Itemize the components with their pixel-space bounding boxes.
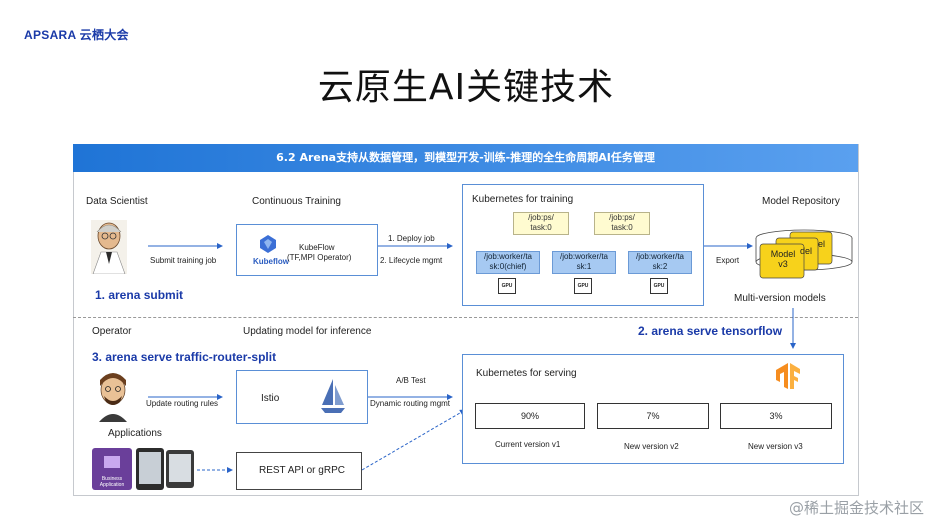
gpu-chip-icon: GPU	[650, 278, 668, 294]
job-ps-node-2: /job:ps/ task:0	[594, 212, 650, 235]
business-app-icon	[92, 448, 194, 490]
dynamic-routing-label: Dynamic routing mgmt	[370, 399, 451, 408]
kubeflow-box: Kubeflow KubeFlow (TF,MPI Operator)	[236, 224, 378, 276]
job-worker-node-1: /job:worker/ta sk:1	[552, 251, 616, 274]
deploy-job-label: 1. Deploy job	[388, 234, 435, 243]
istio-label: Istio	[261, 393, 280, 404]
operator-label: Operator	[92, 326, 132, 337]
model-card-back-text: el	[818, 239, 826, 249]
business-app-line1: Business	[101, 476, 123, 482]
panel-header: 6.2 Arena支持从数据管理，到模型开发-训练-推理的全生命周期AI任务管理	[73, 144, 858, 172]
job-ps-node-2-line2: task:0	[611, 223, 633, 232]
version-v2-box: 7%	[597, 403, 709, 429]
job-worker-node-0-line1: /job:worker/ta	[483, 252, 533, 261]
job-worker-node-2: /job:worker/ta sk:2	[628, 251, 692, 274]
model-card-front-line1: Model	[770, 249, 796, 259]
watermark: @稀土掘金技术社区	[788, 499, 924, 517]
job-worker-node-1-line1: /job:worker/ta	[559, 252, 609, 261]
arena-serve-tensorflow-command: 2. arena serve tensorflow	[638, 324, 783, 338]
apsara-logo: APSARA 云栖大会	[24, 28, 129, 42]
job-ps-node-1: /job:ps/ task:0	[513, 212, 569, 235]
scientist-avatar	[91, 220, 127, 274]
job-ps-node-1-line1: /job:ps/	[528, 213, 554, 222]
k8s-training-title: Kubernetes for training	[472, 194, 574, 205]
rest-api-box: REST API or gRPC	[236, 452, 362, 490]
export-label: Export	[716, 256, 740, 265]
istio-box: Istio	[236, 370, 368, 424]
model-card-front-line2: v3	[778, 259, 788, 269]
version-v1-box: 90%	[475, 403, 585, 429]
kubeflow-logo-icon	[260, 235, 276, 253]
ab-test-label: A/B Test	[396, 376, 426, 385]
arrow-rest-to-serving	[361, 409, 466, 471]
business-app-text: Business Application	[94, 476, 130, 488]
kubeflow-brand-text: Kubeflow	[253, 257, 289, 266]
rest-api-label: REST API or gRPC	[259, 465, 345, 476]
operator-avatar	[99, 373, 127, 422]
tensorflow-icon	[776, 363, 800, 389]
job-ps-node-1-line2: task:0	[530, 223, 552, 232]
gpu-chip-icon: GPU	[498, 278, 516, 294]
istio-sail-icon	[321, 379, 345, 413]
section-divider	[73, 317, 858, 318]
updating-model-label: Updating model for inference	[243, 326, 372, 337]
job-worker-node-1-line2: sk:1	[576, 262, 592, 271]
business-app-line2: Application	[99, 482, 125, 488]
version-v3-box: 3%	[720, 403, 832, 429]
job-worker-node-2-line1: /job:worker/ta	[635, 252, 685, 261]
submit-training-job-label: Submit training job	[150, 256, 217, 265]
kubeflow-desc-line2: (TF,MPI Operator)	[287, 253, 352, 262]
arena-submit-command: 1. arena submit	[95, 288, 184, 302]
model-card-mid-text: del	[800, 246, 813, 256]
k8s-serving-title: Kubernetes for serving	[476, 368, 577, 379]
continuous-training-label: Continuous Training	[252, 196, 341, 207]
model-repository-icon	[755, 229, 853, 279]
version-v3-label: New version v3	[748, 442, 803, 451]
model-repository-label: Model Repository	[762, 196, 840, 207]
lifecycle-mgmt-label: 2. Lifecycle mgmt	[380, 256, 443, 265]
job-worker-node-0-line2: sk:0(chief)	[489, 262, 527, 271]
job-worker-node-2-line2: sk:2	[652, 262, 668, 271]
version-v2-label: New version v2	[624, 442, 679, 451]
job-worker-node-0: /job:worker/ta sk:0(chief)	[476, 251, 540, 274]
slide-title: 云原生AI关键技术	[317, 67, 615, 108]
job-ps-node-2-line1: /job:ps/	[609, 213, 635, 222]
kubeflow-desc-line1: KubeFlow	[299, 243, 335, 252]
applications-label: Applications	[108, 428, 162, 439]
data-scientist-label: Data Scientist	[86, 196, 148, 207]
update-routing-rules-label: Update routing rules	[146, 399, 219, 408]
model-card-front: Model v3	[768, 249, 798, 269]
gpu-chip-icon: GPU	[574, 278, 592, 294]
version-v1-label: Current version v1	[495, 440, 561, 449]
multi-version-models-label: Multi-version models	[734, 293, 826, 304]
arena-serve-traffic-split-command: 3. arena serve traffic-router-split	[92, 350, 277, 364]
